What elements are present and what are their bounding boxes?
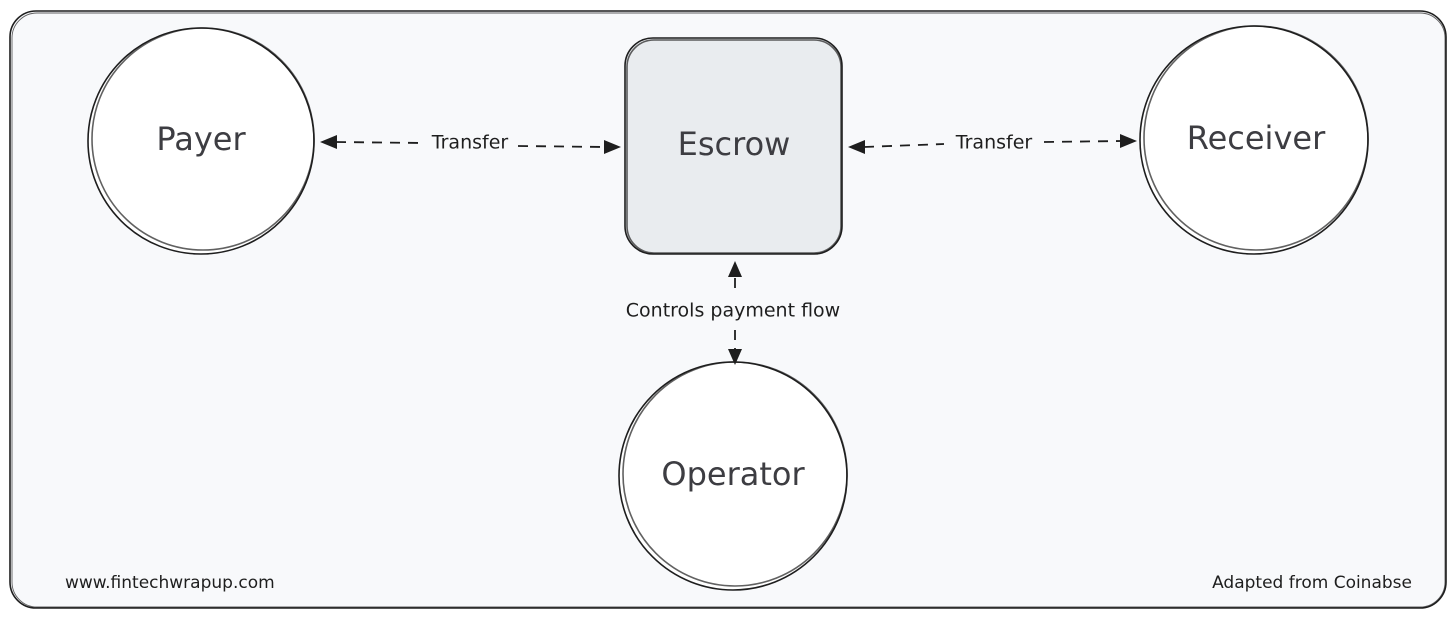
arrowhead-left-icon — [320, 135, 337, 149]
receiver-label: Receiver — [1187, 119, 1326, 157]
operator-node[interactable]: Operator — [618, 361, 848, 591]
escrow-receiver-label: Transfer — [955, 132, 1033, 154]
operator-escrow-label: Controls payment flow — [626, 300, 840, 322]
operator-escrow-arrow: Controls payment flow — [626, 261, 840, 365]
escrow-receiver-arrow: Transfer — [848, 132, 1137, 154]
arrowhead-right-icon — [604, 140, 621, 154]
diagram-frame — [9, 10, 1447, 609]
escrow-label: Escrow — [678, 125, 791, 163]
payer-escrow-label: Transfer — [431, 132, 509, 154]
payer-node[interactable]: Payer — [87, 27, 315, 255]
website-text: www.fintechwrapup.com — [65, 573, 275, 593]
arrowhead-left-icon — [848, 140, 865, 154]
payer-label: Payer — [156, 120, 246, 158]
payer-escrow-arrow: Transfer — [320, 132, 621, 154]
credit-text: Adapted from Coinabse — [1212, 573, 1412, 593]
escrow-node[interactable]: Escrow — [624, 37, 843, 255]
arrowhead-right-icon — [1120, 134, 1137, 148]
operator-label: Operator — [661, 455, 805, 493]
receiver-node[interactable]: Receiver — [1139, 25, 1369, 255]
arrowhead-down-icon — [728, 349, 742, 365]
arrowhead-up-icon — [728, 261, 742, 277]
